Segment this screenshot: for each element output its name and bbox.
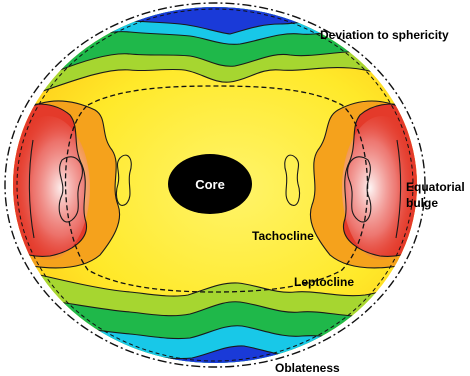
- leptocline-label: Leptocline: [294, 275, 354, 289]
- deviation-label: Deviation to sphericity: [320, 28, 449, 42]
- core-label: Core: [195, 177, 225, 192]
- oblateness-label: Oblateness: [275, 361, 340, 375]
- bulge-label: bulge: [406, 196, 438, 210]
- tachocline-label: Tachocline: [252, 229, 314, 243]
- bulge-highlight-left: [6, 116, 90, 260]
- equatorial-label: Equatorial: [406, 180, 465, 194]
